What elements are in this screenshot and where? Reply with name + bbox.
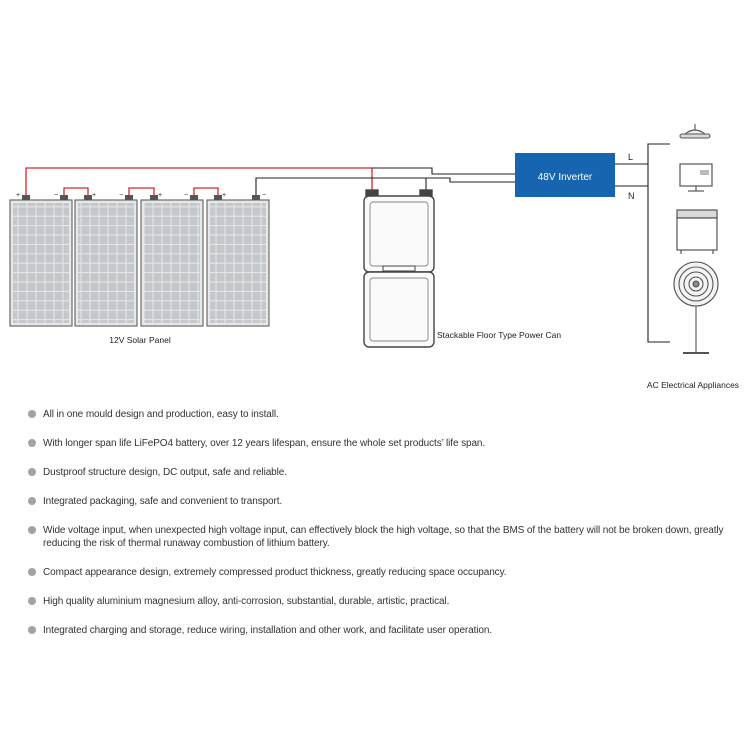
- monitor-icon: [679, 163, 713, 192]
- feature-text: Integrated charging and storage, reduce …: [43, 625, 493, 636]
- power-can-bottom-module: [363, 271, 435, 348]
- bullet-icon: [28, 439, 36, 447]
- dc-to-inverter-wire-1: [372, 167, 515, 175]
- feature-list: All in one mould design and production, …: [28, 408, 733, 637]
- inverter: 48V Inverter: [515, 153, 615, 197]
- polarity-marks: + − + − + − + −: [16, 192, 266, 199]
- feature-item: With longer span life LiFePO4 battery, o…: [28, 437, 733, 450]
- feature-text: Integrated packaging, safe and convenien…: [43, 496, 283, 507]
- neutral-label: N: [628, 191, 635, 201]
- solar-panel-array: + − + − + − + −: [9, 192, 270, 327]
- minus-mark: −: [262, 192, 266, 199]
- power-can-top-module: [363, 195, 435, 273]
- bullet-icon: [28, 410, 36, 418]
- main-positive-wire: [25, 167, 373, 195]
- panel-terminals: [22, 195, 260, 200]
- feature-item: Compact appearance design, extremely com…: [28, 566, 733, 579]
- feature-text: Compact appearance design, extremely com…: [43, 567, 507, 578]
- feature-item: Integrated packaging, safe and convenien…: [28, 495, 733, 508]
- bullet-icon: [28, 626, 36, 634]
- feature-item: Wide voltage input, when unexpected high…: [28, 524, 733, 550]
- minus-mark: −: [54, 192, 58, 199]
- feature-item: Dustproof structure design, DC output, s…: [28, 466, 733, 479]
- bullet-icon: [28, 497, 36, 505]
- bullet-icon: [28, 597, 36, 605]
- main-negative-wire: [255, 177, 427, 195]
- system-diagram: + − + − + − + − 12V Solar Panel Stackabl…: [9, 124, 739, 390]
- panel-link-1: [63, 187, 89, 195]
- plus-mark: +: [16, 192, 20, 199]
- feature-text: All in one mould design and production, …: [43, 409, 279, 420]
- appliances-label: AC Electrical Appliances: [647, 380, 739, 390]
- panel-link-2: [128, 187, 155, 195]
- feature-item: High quality aluminium magnesium alloy, …: [28, 595, 733, 608]
- line-label: L: [628, 152, 633, 162]
- feature-text: Wide voltage input, when unexpected high…: [43, 525, 724, 549]
- solar-panel-2: [74, 199, 138, 327]
- positive-wires: [25, 167, 373, 195]
- ac-bus-wire: [647, 143, 670, 343]
- feature-text: Dustproof structure design, DC output, s…: [43, 467, 287, 478]
- plus-mark: +: [222, 192, 226, 199]
- solar-panel-1: [9, 199, 73, 327]
- power-can-handle: [382, 265, 416, 272]
- freezer-icon: [676, 209, 718, 254]
- negative-wires: [255, 143, 670, 343]
- feature-item: Integrated charging and storage, reduce …: [28, 624, 733, 637]
- inverter-label: 48V Inverter: [538, 172, 593, 183]
- standing-fan-icon: [673, 261, 719, 354]
- bullet-icon: [28, 568, 36, 576]
- minus-mark: −: [119, 192, 123, 199]
- bullet-icon: [28, 526, 36, 534]
- power-can: [363, 189, 435, 348]
- ceiling-lamp-icon: [679, 124, 711, 139]
- minus-mark: −: [184, 192, 188, 199]
- feature-text: High quality aluminium magnesium alloy, …: [43, 596, 450, 607]
- solar-panel-4: [206, 199, 270, 327]
- solar-panel-3: [140, 199, 204, 327]
- feature-text: With longer span life LiFePO4 battery, o…: [43, 438, 486, 449]
- bullet-icon: [28, 468, 36, 476]
- plus-mark: +: [158, 192, 162, 199]
- plus-mark: +: [92, 192, 96, 199]
- solar-panel-label: 12V Solar Panel: [109, 335, 171, 345]
- panel-link-3: [193, 187, 219, 195]
- feature-item: All in one mould design and production, …: [28, 408, 733, 421]
- dc-to-inverter-wire-2: [426, 177, 515, 183]
- power-can-label: Stackable Floor Type Power Can: [437, 330, 561, 340]
